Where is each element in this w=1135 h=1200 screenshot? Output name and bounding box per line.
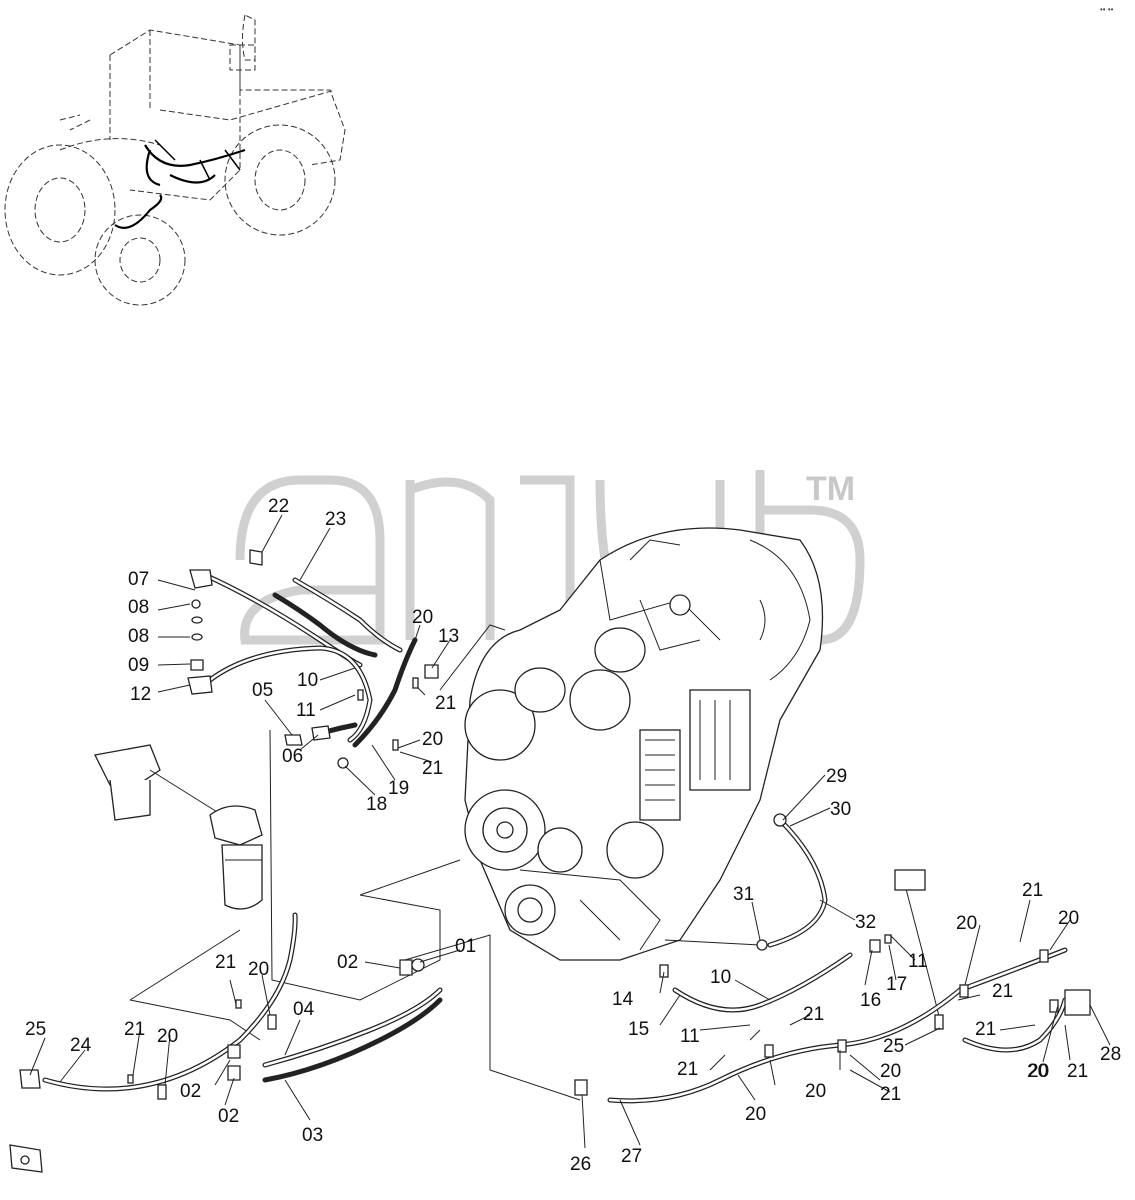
callout-02: 02: [337, 952, 358, 973]
callout-06: 06: [282, 746, 303, 767]
callout-32: 32: [855, 912, 876, 933]
callout-20: 20: [157, 1026, 178, 1047]
callout-23: 23: [325, 509, 346, 530]
callout-11: 11: [680, 1026, 700, 1047]
callout-21: 21: [677, 1059, 698, 1080]
callout-18: 18: [366, 794, 387, 815]
callout-20: 20: [1027, 1061, 1048, 1082]
brake-valve-assembly: [94, 744, 263, 910]
callouts: 22 23 07 08 08 09 12 20 13 10 05 11 21 2…: [25, 496, 1121, 1175]
callout-30: 30: [830, 799, 851, 820]
callout-22: 22: [268, 496, 289, 517]
callout-17: 17: [886, 974, 907, 995]
callout-25: 25: [883, 1036, 904, 1057]
callout-11: 11: [908, 951, 928, 972]
callout-21: 21: [124, 1019, 145, 1040]
callout-20: 20: [1058, 908, 1079, 929]
lower-left-hoses: [9, 912, 443, 1173]
callout-31: 31: [733, 884, 754, 905]
callout-20: 20: [880, 1061, 901, 1082]
callout-21: 21: [992, 981, 1013, 1002]
callout-24: 24: [70, 1035, 92, 1056]
callout-07: 07: [128, 569, 149, 590]
callout-01: 01: [455, 936, 476, 957]
corner-mark: •• ••: [1100, 5, 1114, 14]
callout-20: 20: [412, 607, 433, 628]
callout-20: 20: [805, 1081, 826, 1102]
transmission-assembly: [464, 527, 824, 961]
callout-21: 21: [435, 693, 456, 714]
callout-29: 29: [826, 766, 847, 787]
callout-08: 08: [128, 626, 149, 647]
callout-21: 21: [975, 1019, 996, 1040]
callout-14: 14: [612, 989, 634, 1010]
callout-08: 08: [128, 597, 149, 618]
callout-03: 03: [302, 1125, 323, 1146]
callout-05: 05: [252, 680, 273, 701]
reference-lines: [129, 624, 941, 1101]
callout-20: 20: [745, 1104, 766, 1125]
callout-12: 12: [130, 684, 151, 705]
callout-26: 26: [570, 1154, 591, 1175]
callout-10: 10: [297, 670, 318, 691]
callout-21: 21: [422, 758, 443, 779]
upper-hoses: [187, 549, 439, 769]
callout-20: 20: [422, 729, 443, 750]
callout-28: 28: [1100, 1044, 1121, 1065]
callout-21: 21: [803, 1004, 824, 1025]
callout-11: 11: [296, 700, 316, 721]
callout-21: 21: [880, 1084, 901, 1105]
callout-10: 10: [710, 967, 731, 988]
trademark-mark: TM: [806, 470, 855, 508]
callout-21: 21: [1067, 1061, 1088, 1082]
callout-04: 04: [293, 999, 315, 1020]
callout-02: 02: [218, 1106, 239, 1127]
callout-09: 09: [128, 655, 149, 676]
callout-21: 21: [1022, 880, 1043, 901]
callout-27: 27: [621, 1146, 642, 1167]
right-hoses: [574, 813, 1091, 1104]
callout-20: 20: [1028, 1061, 1049, 1082]
callout-25: 25: [25, 1019, 46, 1040]
callout-15: 15: [628, 1019, 649, 1040]
tractor-inset-drawing: [4, 14, 346, 306]
callout-02: 02: [180, 1081, 201, 1102]
callout-20: 20: [248, 959, 269, 980]
callout-21: 21: [215, 952, 236, 973]
callout-20: 20: [956, 913, 977, 934]
callout-16: 16: [860, 990, 881, 1011]
callout-19: 19: [388, 778, 409, 799]
callout-13: 13: [438, 626, 459, 647]
